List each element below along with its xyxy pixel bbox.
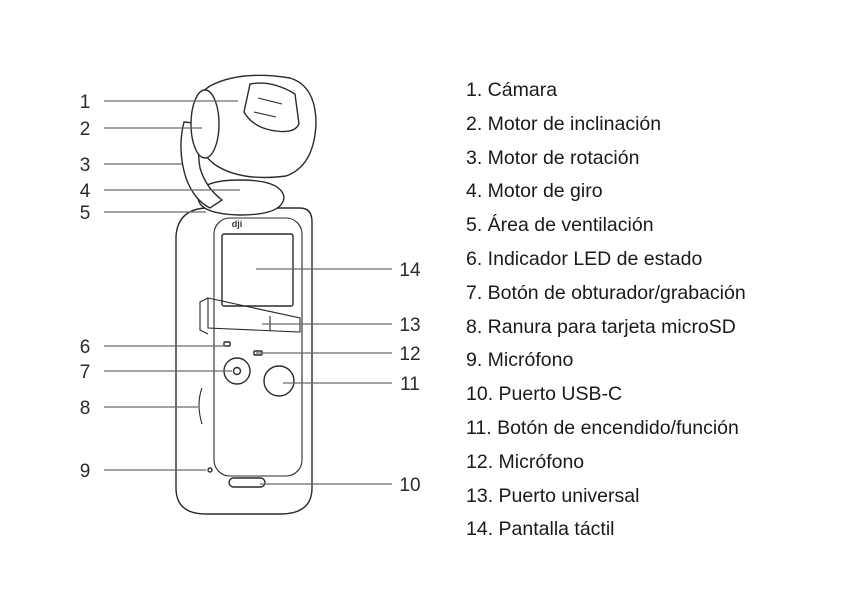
legend-item-status-led: 6. Indicador LED de estado [466, 247, 703, 270]
power-button[interactable] [263, 365, 295, 397]
parts-legend: 1. Cámara 2. Motor de inclinación 3. Mot… [466, 77, 746, 550]
leader-lines [104, 100, 392, 485]
legend-item-usb-c: 10. Puerto USB-C [466, 383, 623, 406]
callout-3: 3 [80, 155, 91, 176]
status-led [223, 341, 231, 347]
legend-item-microsd: 8. Ranura para tarjeta microSD [466, 315, 736, 338]
callout-2: 2 [80, 119, 91, 140]
callout-5: 5 [80, 203, 91, 224]
legend-item-ventilation: 5. Área de ventilación [466, 214, 654, 237]
legend-item-touch-screen: 14. Pantalla táctil [466, 518, 615, 541]
touch-screen[interactable] [221, 233, 294, 307]
tilt-motor [190, 89, 220, 159]
callout-14: 14 [399, 260, 421, 281]
callout-1: 1 [80, 92, 91, 113]
callout-11: 11 [400, 374, 420, 395]
legend-item-mic: 9. Micrófono [466, 349, 574, 372]
callout-10: 10 [399, 475, 420, 496]
usb-c-port[interactable] [228, 477, 266, 488]
legend-item-pan-motor: 4. Motor de giro [466, 180, 603, 203]
microsd-slot [198, 387, 203, 425]
bottom-mic [207, 467, 213, 473]
callout-4: 4 [80, 181, 91, 202]
callout-numbers: 1 2 3 4 5 6 7 8 9 10 11 12 13 14 [80, 92, 421, 496]
legend-item-camera: 1. Cámara [466, 79, 558, 101]
legend-item-roll-motor: 3. Motor de rotación [466, 146, 640, 169]
legend-item-power: 11. Botón de encendido/función [466, 416, 739, 439]
dji-logo: dji [232, 219, 243, 229]
legend-item-universal-port: 13. Puerto universal [466, 484, 640, 507]
callout-7: 7 [80, 362, 91, 383]
gimbal [180, 74, 317, 216]
callout-13: 13 [399, 315, 420, 336]
camera-lens [243, 82, 300, 133]
legend-item-tilt-motor: 2. Motor de inclinación [466, 112, 662, 135]
pan-motor [197, 179, 285, 216]
callout-12: 12 [399, 344, 420, 365]
callout-8: 8 [80, 398, 91, 419]
callout-6: 6 [80, 337, 91, 358]
legend-item-mic-front: 12. Micrófono [466, 450, 585, 473]
legend-item-shutter: 7. Botón de obturador/grabación [466, 281, 746, 304]
callout-9: 9 [80, 461, 91, 482]
